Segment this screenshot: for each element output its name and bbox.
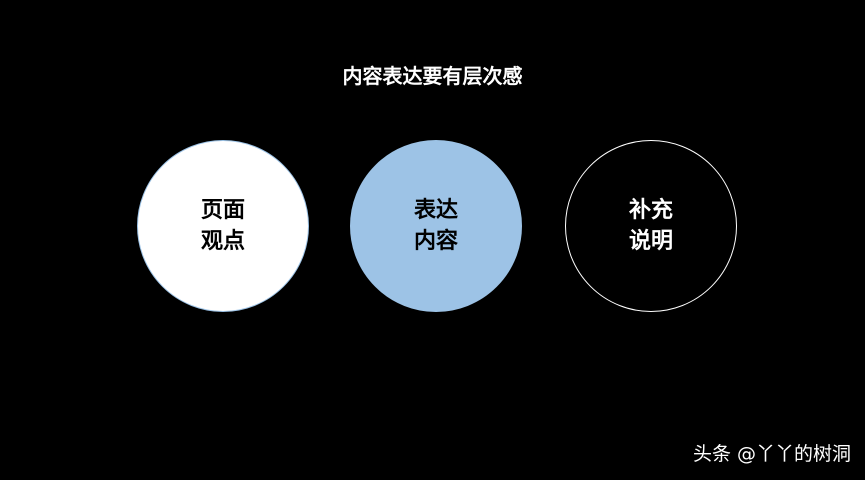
- circle-1-line-1: 页面: [200, 198, 245, 223]
- watermark: 头条 @丫丫的树洞: [692, 443, 851, 465]
- circle-supplement-note: 补充 说明: [565, 140, 737, 312]
- circle-3-line-2: 说明: [628, 229, 673, 254]
- circle-2-line-1: 表达: [413, 198, 458, 223]
- circle-2-line-2: 内容: [413, 229, 458, 254]
- circle-page-viewpoint: 页面 观点: [137, 140, 309, 312]
- circle-1-line-2: 观点: [200, 229, 245, 254]
- slide-title: 内容表达要有层次感: [342, 64, 523, 88]
- circle-3-line-1: 补充: [628, 198, 673, 223]
- circle-express-content: 表达 内容: [350, 140, 522, 312]
